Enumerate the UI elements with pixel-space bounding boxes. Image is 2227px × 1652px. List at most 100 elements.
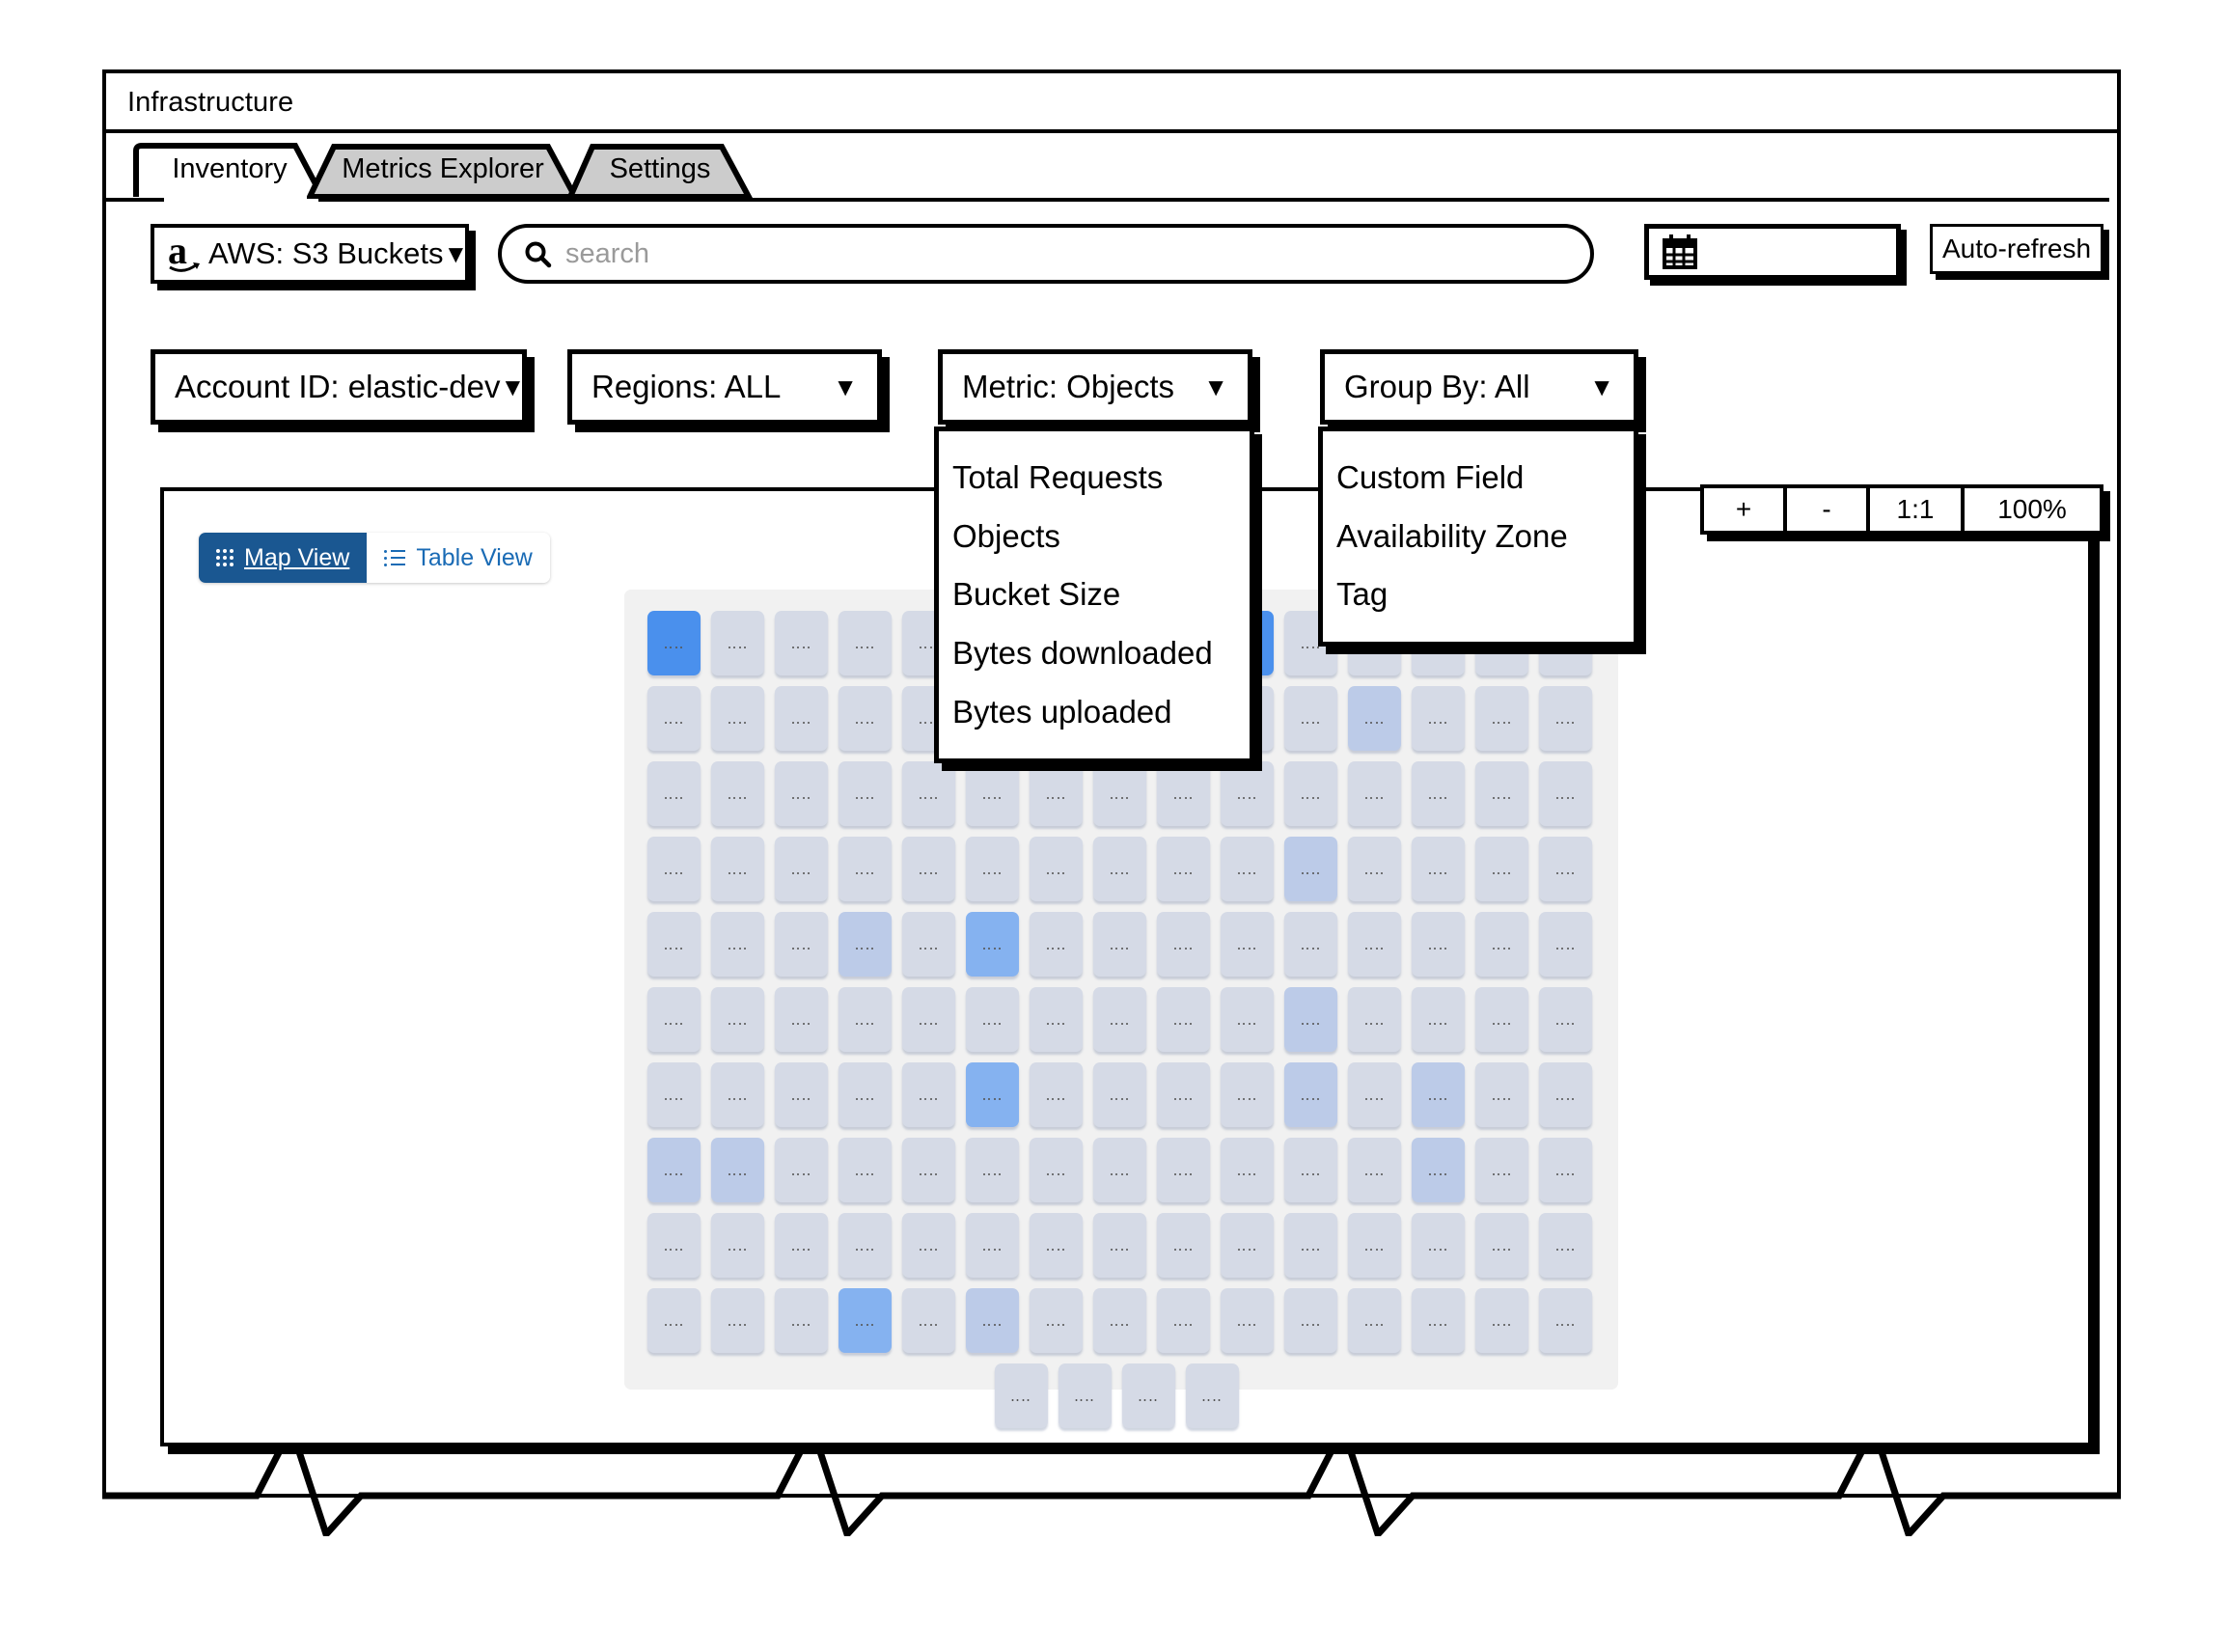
heatmap-cell[interactable]: ‥‥ [1030,1062,1083,1127]
tab-metrics-explorer[interactable]: Metrics Explorer [307,143,579,199]
heatmap-cell[interactable]: ‥‥ [966,987,1019,1052]
heatmap-cell[interactable]: ‥‥ [1348,1213,1401,1278]
heatmap-cell[interactable]: ‥‥ [1348,1062,1401,1127]
heatmap-cell[interactable]: ‥‥ [1030,1138,1083,1202]
heatmap-cell[interactable]: ‥‥ [1221,1288,1274,1353]
heatmap-cell[interactable]: ‥‥ [839,1062,892,1127]
menu-item-availability-zone[interactable]: Availability Zone [1336,517,1568,554]
heatmap-cell[interactable]: ‥‥ [1185,1363,1239,1428]
heatmap-cell[interactable]: ‥‥ [1030,837,1083,901]
heatmap-cell[interactable]: ‥‥ [775,611,828,675]
heatmap-cell[interactable]: ‥‥ [775,1138,828,1202]
heatmap-cell[interactable]: ‥‥ [1284,1062,1337,1127]
heatmap-cell[interactable]: ‥‥ [1475,761,1528,826]
heatmap-cell[interactable]: ‥‥ [902,1138,955,1202]
heatmap-cell[interactable]: ‥‥ [1121,1363,1175,1428]
heatmap-cell[interactable]: ‥‥ [1348,1288,1401,1353]
heatmap-cell[interactable]: ‥‥ [1157,987,1210,1052]
heatmap-cell[interactable]: ‥‥ [1412,686,1465,751]
heatmap-cell[interactable]: ‥‥ [647,761,701,826]
heatmap-cell[interactable]: ‥‥ [1539,837,1592,901]
heatmap-cell[interactable]: ‥‥ [1412,1062,1465,1127]
heatmap-cell[interactable]: ‥‥ [1284,1213,1337,1278]
heatmap-cell[interactable]: ‥‥ [1348,1138,1401,1202]
heatmap-cell[interactable]: ‥‥ [1157,912,1210,977]
heatmap-cell[interactable]: ‥‥ [966,1213,1019,1278]
heatmap-cell[interactable]: ‥‥ [775,912,828,977]
heatmap-cell[interactable]: ‥‥ [1475,837,1528,901]
search-input[interactable]: search [498,224,1594,284]
heatmap-cell[interactable]: ‥‥ [647,1138,701,1202]
heatmap-cell[interactable]: ‥‥ [1284,1288,1337,1353]
heatmap-cell[interactable]: ‥‥ [966,837,1019,901]
heatmap-cell[interactable]: ‥‥ [902,1288,955,1353]
zoom-in-button[interactable]: + [1704,488,1787,531]
heatmap-cell[interactable]: ‥‥ [966,1138,1019,1202]
tab-inventory[interactable]: Inventory [133,143,326,199]
heatmap-cell[interactable]: ‥‥ [1475,1138,1528,1202]
heatmap-cell[interactable]: ‥‥ [1539,1062,1592,1127]
heatmap-cell[interactable]: ‥‥ [1475,1213,1528,1278]
heatmap-cell[interactable]: ‥‥ [1348,987,1401,1052]
heatmap-cell[interactable]: ‥‥ [1030,1288,1083,1353]
menu-item-custom-field[interactable]: Custom Field [1336,459,1525,495]
menu-item-objects[interactable]: Objects [952,517,1060,554]
heatmap-cell[interactable]: ‥‥ [902,1062,955,1127]
heatmap-cell[interactable]: ‥‥ [775,1213,828,1278]
heatmap-cell[interactable]: ‥‥ [775,837,828,901]
zoom-reset-button[interactable]: 1:1 [1870,488,1965,531]
heatmap-cell[interactable]: ‥‥ [902,912,955,977]
heatmap-cell[interactable]: ‥‥ [994,1363,1048,1428]
heatmap-cell[interactable]: ‥‥ [1093,1062,1146,1127]
heatmap-cell[interactable]: ‥‥ [647,1062,701,1127]
heatmap-cell[interactable]: ‥‥ [1093,987,1146,1052]
menu-item-total-requests[interactable]: Total Requests [952,459,1164,495]
heatmap-cell[interactable]: ‥‥ [775,761,828,826]
heatmap-cell[interactable]: ‥‥ [711,987,764,1052]
heatmap-cell[interactable]: ‥‥ [1539,686,1592,751]
date-picker-input[interactable] [1644,224,1901,280]
heatmap-cell[interactable]: ‥‥ [647,1288,701,1353]
auto-refresh-button[interactable]: Auto-refresh [1930,224,2103,274]
heatmap-cell[interactable]: ‥‥ [1539,761,1592,826]
heatmap-cell[interactable]: ‥‥ [1093,837,1146,901]
filter-account-id[interactable]: Account ID: elastic-dev ▼ [151,349,527,425]
heatmap-cell[interactable]: ‥‥ [775,1062,828,1127]
heatmap-cell[interactable]: ‥‥ [839,686,892,751]
heatmap-cell[interactable]: ‥‥ [711,912,764,977]
heatmap-cell[interactable]: ‥‥ [647,837,701,901]
heatmap-cell[interactable]: ‥‥ [1221,761,1274,826]
heatmap-cell[interactable]: ‥‥ [839,1138,892,1202]
zoom-out-button[interactable]: - [1787,488,1870,531]
heatmap-cell[interactable]: ‥‥ [1030,761,1083,826]
heatmap-cell[interactable]: ‥‥ [647,1213,701,1278]
heatmap-cell[interactable]: ‥‥ [711,837,764,901]
menu-item-bytes-uploaded[interactable]: Bytes uploaded [952,693,1172,730]
heatmap-cell[interactable]: ‥‥ [1539,1288,1592,1353]
heatmap-cell[interactable]: ‥‥ [1475,1062,1528,1127]
heatmap-cell[interactable]: ‥‥ [1412,1288,1465,1353]
heatmap-cell[interactable]: ‥‥ [1030,1213,1083,1278]
heatmap-cell[interactable]: ‥‥ [1093,1138,1146,1202]
heatmap-cell[interactable]: ‥‥ [1475,987,1528,1052]
heatmap-cell[interactable]: ‥‥ [1093,761,1146,826]
heatmap-cell[interactable]: ‥‥ [1475,1288,1528,1353]
heatmap-cell[interactable]: ‥‥ [1539,987,1592,1052]
heatmap-cell[interactable]: ‥‥ [647,912,701,977]
heatmap-cell[interactable]: ‥‥ [902,761,955,826]
heatmap-cell[interactable]: ‥‥ [1348,761,1401,826]
heatmap-cell[interactable]: ‥‥ [1412,987,1465,1052]
heatmap-cell[interactable]: ‥‥ [1284,686,1337,751]
heatmap-cell[interactable]: ‥‥ [839,611,892,675]
table-view-toggle[interactable]: Table View [367,533,550,583]
heatmap-cell[interactable]: ‥‥ [1475,912,1528,977]
menu-item-tag[interactable]: Tag [1336,576,1388,613]
map-view-toggle[interactable]: Map View [199,533,368,583]
heatmap-cell[interactable]: ‥‥ [1348,837,1401,901]
heatmap-cell[interactable]: ‥‥ [1475,686,1528,751]
menu-item-bucket-size[interactable]: Bucket Size [952,576,1121,613]
heatmap-cell[interactable]: ‥‥ [1284,761,1337,826]
heatmap-cell[interactable]: ‥‥ [839,1213,892,1278]
heatmap-cell[interactable]: ‥‥ [711,611,764,675]
heatmap-cell[interactable]: ‥‥ [775,1288,828,1353]
